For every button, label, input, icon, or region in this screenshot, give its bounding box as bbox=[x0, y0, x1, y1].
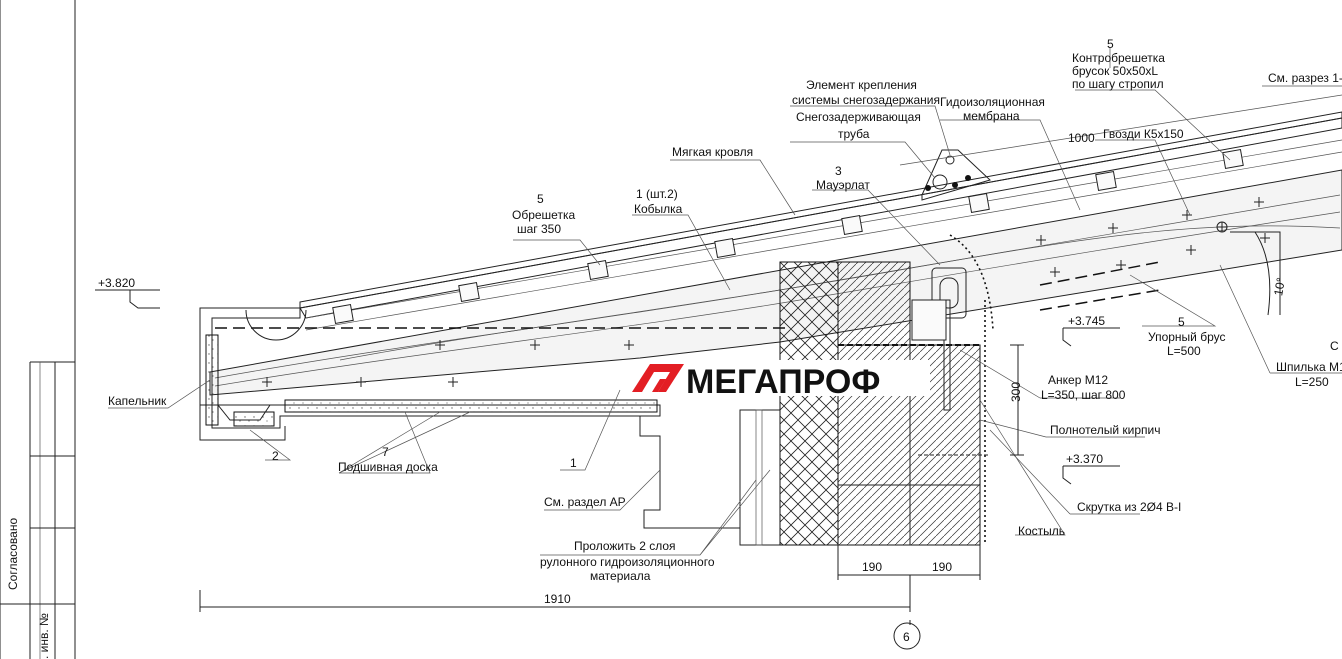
snow-pipe-label-2: труба bbox=[838, 127, 870, 141]
snow-pipe-label-1: Снегозадерживающая bbox=[796, 110, 921, 124]
brick-wall bbox=[739, 149, 994, 546]
brick-label: Полнотелый кирпич bbox=[1050, 423, 1160, 437]
roof-deck bbox=[299, 117, 1342, 319]
soffit-board bbox=[284, 399, 658, 413]
twist-label: Скрутка из 2Ø4 В-I bbox=[1077, 500, 1181, 514]
mauerlat bbox=[911, 299, 947, 341]
inventory-label: . инв. № bbox=[37, 613, 51, 659]
upor-number: 5 bbox=[1178, 315, 1185, 329]
element-label-2: системы снегозадержания bbox=[792, 93, 940, 107]
elevation-3820: +3.820 bbox=[98, 276, 135, 290]
dimension-lines bbox=[95, 94, 1342, 650]
mauerlat-number: 3 bbox=[835, 164, 842, 178]
mauerlat-label: Мауэрлат bbox=[816, 178, 870, 192]
dashed-line-right-2 bbox=[1039, 289, 1161, 311]
brick-top bbox=[837, 261, 911, 346]
anchor-label-2: L=350, шаг 800 bbox=[1041, 388, 1126, 402]
obresh-label-2: шаг 350 bbox=[517, 222, 561, 236]
dim-1000: 1000 bbox=[1068, 131, 1095, 145]
waterproof-label-2: рулонного гидроизоляционного bbox=[540, 555, 715, 569]
megaprof-logo: МЕГАПРОФ bbox=[630, 360, 930, 401]
membrane-label-1: Гидоизоляционная bbox=[940, 95, 1045, 109]
soffit-label: Подшивная доска bbox=[338, 460, 438, 474]
kobylka-label-1: 1 (шт.2) bbox=[636, 187, 678, 201]
wall-profile-ar bbox=[639, 416, 741, 529]
drip-label: Капельник bbox=[108, 394, 167, 408]
kobylka-label-2: Кобылка bbox=[634, 202, 683, 216]
obresh-number: 5 bbox=[537, 192, 544, 206]
dim-300: 300 bbox=[1009, 382, 1023, 402]
fascia-board bbox=[205, 334, 219, 426]
cut-reference: См. разрез 1-1 bbox=[1268, 71, 1342, 85]
anchor-label-1: Анкер М12 bbox=[1048, 373, 1108, 387]
elevation-3745: +3.745 bbox=[1068, 314, 1105, 328]
waterproof-label-3: материала bbox=[590, 569, 651, 583]
upor-label-1: Упорный брус bbox=[1148, 330, 1226, 344]
number-1: 1 bbox=[570, 456, 577, 470]
dim-190-b: 190 bbox=[932, 560, 952, 574]
crutch-label: Костыль bbox=[1018, 524, 1065, 538]
soft-roof-label: Мягкая кровля bbox=[672, 145, 753, 159]
stud-label-1: Шпилька М12 bbox=[1276, 360, 1342, 374]
nails-label: Гвозди К5х150 bbox=[1103, 127, 1184, 141]
insulation-hatched bbox=[779, 261, 839, 546]
anchor-bolt bbox=[943, 299, 951, 411]
kontrob-number: 5 bbox=[1107, 37, 1114, 51]
dashed-line-right bbox=[1039, 261, 1161, 286]
membrane-label-2: мембрана bbox=[963, 109, 1020, 123]
axis-marker-circle bbox=[893, 622, 921, 650]
title-block: Согласовано . инв. № bbox=[0, 0, 76, 659]
elevation-3370: +3.370 bbox=[1066, 452, 1103, 466]
kontrob-label-2: брусок 50х50хL bbox=[1072, 64, 1158, 78]
soffit-number: 7 bbox=[382, 445, 389, 459]
obresh-label-1: Обрешетка bbox=[512, 208, 575, 222]
axis-number: 6 bbox=[903, 630, 910, 644]
logo-emblem-icon bbox=[632, 364, 684, 392]
kontrob-label-3: по шагу стропил bbox=[1072, 77, 1164, 91]
upor-label-2: L=500 bbox=[1167, 344, 1201, 358]
leader-lines bbox=[108, 48, 1342, 556]
edge-letter: С bbox=[1330, 339, 1339, 353]
soft-roofing-layer bbox=[299, 111, 1342, 309]
mauerlat-bracket bbox=[931, 267, 967, 319]
ar-section-label: См. раздел АР bbox=[544, 495, 626, 509]
snow-guard-bracket bbox=[921, 149, 991, 201]
element-label-1: Элемент крепления bbox=[806, 78, 917, 92]
kontrob-label-1: Контробрешетка bbox=[1072, 51, 1165, 65]
nail-crosses bbox=[262, 197, 1270, 387]
agreed-label: Согласовано bbox=[6, 518, 20, 590]
battens bbox=[332, 148, 1244, 325]
angle-10: 10° bbox=[1271, 276, 1288, 297]
gutter bbox=[245, 309, 307, 341]
eave-board-2 bbox=[233, 411, 275, 427]
labels: 5 Контробрешетка брусок 50х50хL по шагу … bbox=[98, 37, 1342, 644]
stud-label-2: L=250 bbox=[1295, 375, 1329, 389]
logo-text: МЕГАПРОФ bbox=[686, 363, 880, 401]
dim-190-a: 190 bbox=[862, 560, 882, 574]
waterproof-label-1: Проложить 2 слоя bbox=[574, 539, 676, 553]
number-2: 2 bbox=[272, 449, 279, 463]
dim-1910: 1910 bbox=[544, 592, 571, 606]
